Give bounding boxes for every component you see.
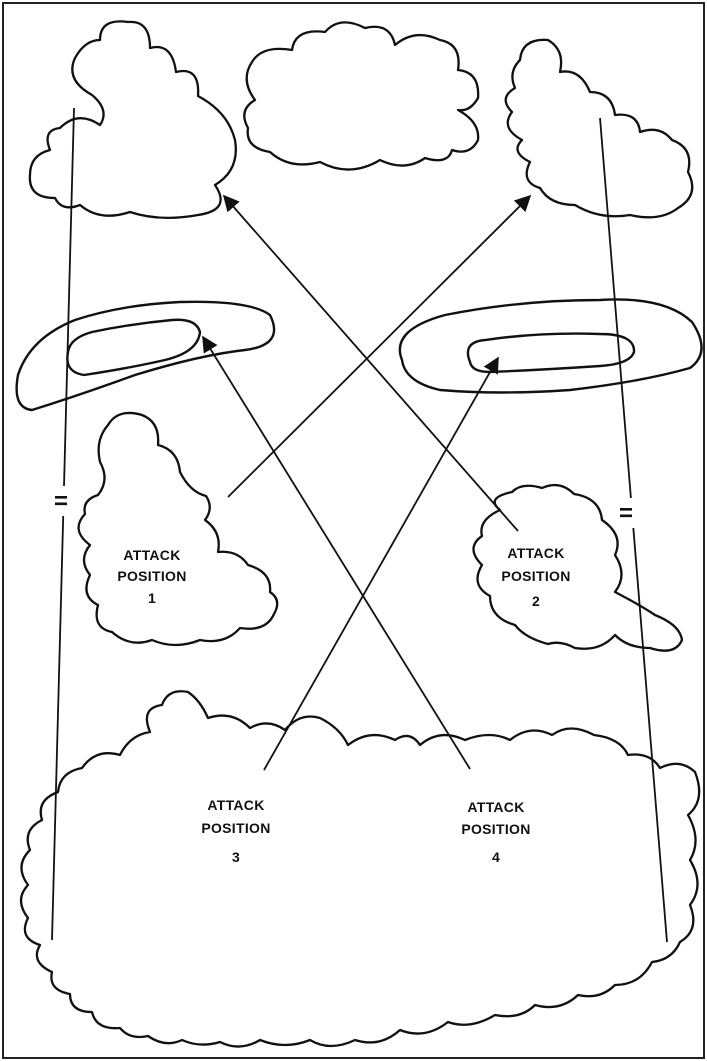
ridge-right-outer	[400, 299, 702, 392]
cloud-top-right	[506, 40, 693, 218]
cloud-top-center	[244, 22, 478, 169]
svg-text:3: 3	[232, 849, 240, 865]
svg-text:2: 2	[532, 593, 540, 609]
break-mark-right: =	[619, 500, 633, 527]
svg-text:POSITION: POSITION	[501, 568, 570, 584]
svg-text:ATTACK: ATTACK	[207, 797, 264, 813]
svg-text:1: 1	[148, 590, 156, 606]
svg-text:ATTACK: ATTACK	[507, 545, 564, 561]
svg-text:POSITION: POSITION	[461, 821, 530, 837]
svg-text:ATTACK: ATTACK	[123, 547, 180, 563]
break-mark-left: =	[54, 488, 68, 515]
svg-text:4: 4	[492, 849, 500, 865]
arrow-from-position-3	[264, 358, 498, 770]
cloud-bottom-large	[21, 691, 699, 1046]
ridge-left-outer	[17, 302, 274, 410]
svg-text:POSITION: POSITION	[117, 568, 186, 584]
cloud-attack-position-1	[79, 413, 278, 645]
cloud-top-left	[30, 21, 236, 217]
svg-text:POSITION: POSITION	[201, 820, 270, 836]
svg-text:ATTACK: ATTACK	[467, 799, 524, 815]
ridge-left-inner	[67, 320, 200, 375]
arrow-from-position-2	[224, 196, 518, 531]
arrow-from-position-4	[203, 337, 470, 769]
